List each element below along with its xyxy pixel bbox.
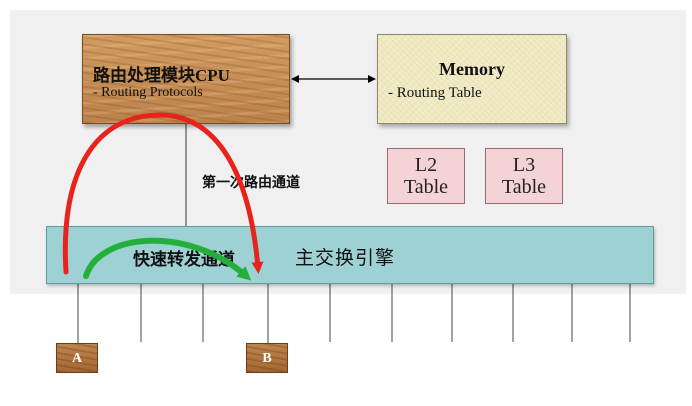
- fast-path-arrow: [83, 237, 252, 281]
- port-a: A: [56, 343, 98, 373]
- memory-title: Memory: [439, 59, 505, 79]
- l2-table-box: L2 Table: [387, 148, 465, 204]
- cpu-subtitle: - Routing Protocols: [93, 85, 203, 100]
- port-b: B: [246, 343, 288, 373]
- port-lines: [77, 284, 631, 343]
- l3-table-line2: Table: [501, 176, 547, 198]
- switching-engine-bar: 快速转发通道 主交换引擎: [46, 226, 654, 284]
- engine-label: 主交换引擎: [295, 248, 396, 269]
- cpu-module-box: 路由处理模块CPU - Routing Protocols: [82, 34, 290, 124]
- l2-table-line1: L2: [414, 154, 438, 176]
- l3-table-line1: L3: [512, 154, 536, 176]
- memory-box: Memory - Routing Table: [377, 34, 567, 124]
- l3-table-box: L3 Table: [485, 148, 563, 204]
- first-route-label: 第一次路由通道: [202, 176, 300, 191]
- cpu-title: 路由处理模块CPU: [93, 66, 230, 85]
- l2-table-line2: Table: [403, 176, 449, 198]
- memory-subtitle: - Routing Table: [388, 85, 482, 101]
- first-route-arrow: [62, 112, 264, 275]
